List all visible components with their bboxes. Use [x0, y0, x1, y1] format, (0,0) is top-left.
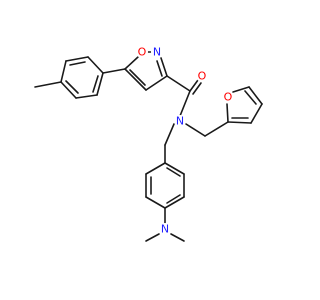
bond-isox-n-c3 — [160, 57, 168, 77]
bond-tolyl-1 — [60, 60, 67, 83]
bond-ch2-furan — [204, 121, 229, 137]
bond-n-ch2-furan — [185, 123, 206, 137]
atom-label-layer: O N O N O N — [136, 46, 234, 236]
bond-tolyl-inner-2 — [92, 75, 99, 93]
bond-n-ch2-benzyl — [164, 123, 175, 146]
dimethylamino-nitrogen-atom: N — [159, 223, 171, 236]
bond-carbonyl-double-b — [192, 82, 202, 95]
bond-isox-c4c5-double — [129, 69, 146, 86]
bond-benz-3 — [145, 196, 166, 209]
bond-furan-c2-o — [226, 103, 229, 123]
amide-nitrogen-atom: N — [174, 115, 186, 128]
carbonyl-oxygen-label: O — [198, 70, 207, 83]
bond-carbonyl-double-a — [189, 79, 199, 92]
bond-n-methyl-right — [170, 233, 185, 242]
bond-isox-c3n-double — [156, 60, 163, 77]
carbonyl-oxygen-atom: O — [196, 70, 208, 83]
bond-aryl-isoxazole — [102, 68, 126, 74]
bond-tolyl-5 — [75, 94, 98, 99]
bond-furan-c3-c2 — [227, 121, 252, 124]
bond-methyl — [34, 81, 62, 88]
bond-isox-c4-c5 — [124, 68, 147, 91]
bond-tolyl-inner-1 — [69, 61, 86, 66]
bond-tolyl-6 — [60, 81, 77, 99]
bond-isox-c3-c4 — [145, 75, 168, 91]
bond-benz-1 — [145, 162, 166, 175]
bond-n-methyl-left — [145, 233, 160, 242]
bond-benz-6 — [164, 162, 185, 175]
isoxazole-nitrogen-atom: N — [151, 46, 163, 59]
dimethylamino-nitrogen-label: N — [161, 223, 169, 236]
bond-benz-inner-2 — [166, 194, 181, 204]
bond-tolyl-3 — [87, 56, 104, 74]
furan-oxygen-label: O — [224, 91, 233, 104]
bond-furan-c4c5-double — [244, 90, 257, 105]
amide-nitrogen-label: N — [176, 115, 184, 128]
molecule-structure-diagram: O N O N O N — [34, 46, 263, 242]
bond-c3-carbonyl — [166, 75, 191, 92]
bond-benz-inner-3 — [166, 167, 181, 177]
bond-furan-c5-c4 — [248, 86, 263, 105]
furan-oxygen-atom: O — [222, 91, 234, 104]
isoxazole-oxygen-atom: O — [136, 46, 148, 59]
isoxazole-oxygen-label: O — [138, 46, 147, 59]
bond-tolyl-2 — [65, 56, 89, 62]
bond-isox-c5-o — [124, 56, 139, 70]
bond-tolyl-inner-3 — [65, 80, 79, 94]
bond-tolyl-4 — [96, 72, 104, 96]
bond-furan-c4-c3 — [250, 103, 263, 124]
isoxazole-nitrogen-label: N — [153, 46, 161, 59]
bond-furan-o-c5 — [232, 86, 250, 93]
bond-benz-4 — [164, 196, 185, 209]
bond-carbonyl-n — [179, 90, 191, 117]
bond-layer — [34, 51, 263, 242]
